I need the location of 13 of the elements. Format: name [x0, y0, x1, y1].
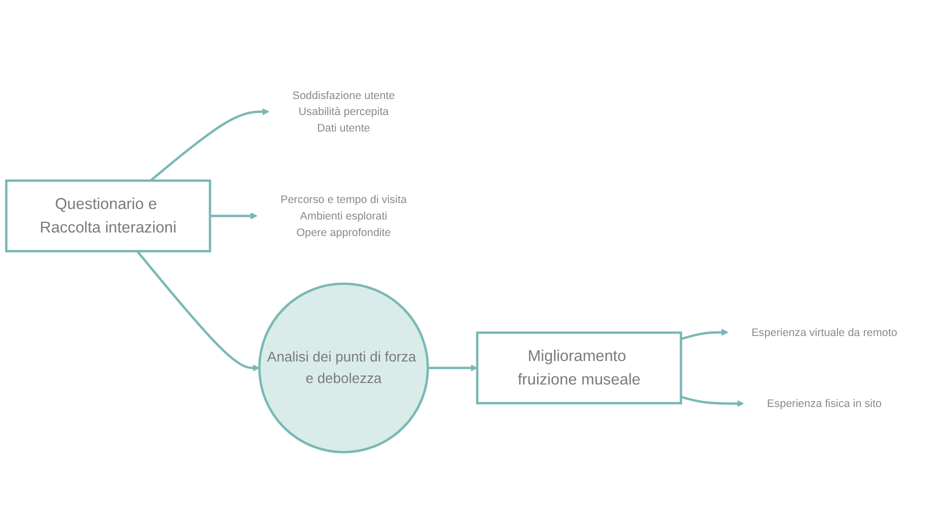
arrow: [428, 364, 478, 372]
node-text: Percorso e tempo di visita Ambienti esplorati Opere approfondite: [280, 192, 407, 238]
node-text: Esperienza fisica in sito: [767, 396, 882, 410]
arrow: [150, 108, 270, 182]
arrow: [680, 328, 728, 340]
node-text: Soddisfazione utente Usabilità percepita Dati utente: [292, 88, 395, 134]
node-circle: Analisi dei punti di forza e debolezza: [258, 282, 430, 454]
node-box: Questionario e Raccolta interazioni: [5, 179, 212, 252]
arrow: [136, 250, 260, 372]
arrow: [210, 212, 258, 220]
arrow: [680, 396, 744, 407]
node-box: Miglioramento fruizione museale: [476, 331, 682, 404]
node-text: Esperienza virtuale da remoto: [751, 325, 898, 338]
